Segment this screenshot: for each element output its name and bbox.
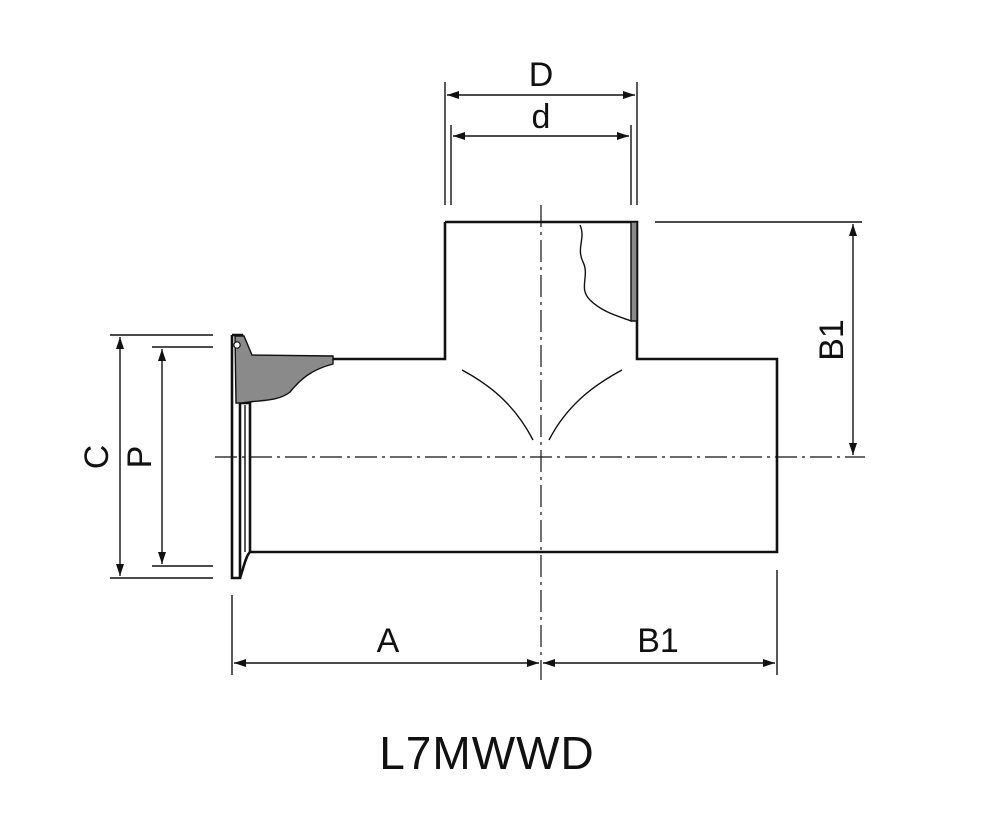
tee-body-outline: [238, 220, 779, 579]
dimension-label-C: C: [78, 445, 116, 470]
dimension-label-P: P: [121, 446, 159, 469]
dimension-label-B1-vertical: B1: [813, 319, 851, 361]
dimension-label-d: d: [532, 98, 551, 136]
intersection-curve-right: [548, 369, 623, 441]
branch-section-hatch: [630, 221, 638, 322]
dimension-label-D: D: [529, 56, 554, 94]
ferrule-pin-mark: [233, 341, 241, 349]
ferrule-flange: [230, 335, 252, 580]
intersection-curve-left: [461, 369, 534, 441]
dimension-label-B1-horizontal: B1: [637, 622, 679, 660]
model-caption: L7MWWD: [379, 727, 595, 779]
ferrule-section-hatch: [234, 335, 334, 404]
dimension-label-A: A: [377, 622, 400, 660]
branch-break-line: [579, 224, 632, 322]
